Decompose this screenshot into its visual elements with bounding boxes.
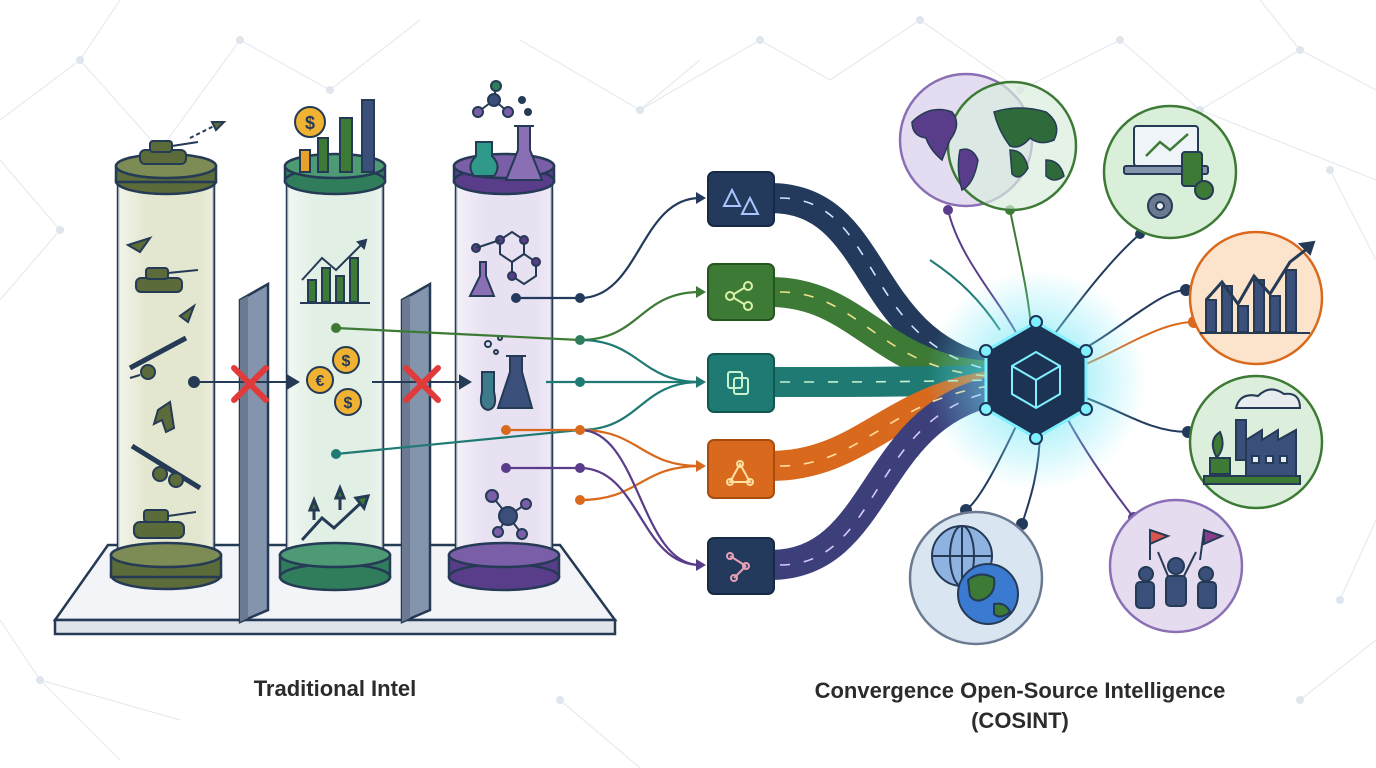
- svg-text:$: $: [342, 353, 351, 370]
- howitzer-icon: [130, 443, 202, 491]
- stock-chart-icon: [1200, 240, 1316, 334]
- euro-coin-icon: €: [306, 366, 334, 394]
- world-map-output: [898, 72, 1078, 212]
- node-arrows: [696, 192, 706, 571]
- bar-chart-icon: [299, 99, 375, 173]
- triangles-node: [707, 171, 775, 227]
- cosint-caption-line2: (COSINT): [971, 708, 1069, 733]
- svg-text:$: $: [344, 395, 353, 412]
- blocked-cross-icon: [231, 365, 269, 403]
- dollar-coin-icon: $: [332, 346, 360, 374]
- market-output: [1188, 230, 1324, 366]
- triangle-graph-node: [707, 439, 775, 499]
- world-map-icon: [911, 107, 1065, 192]
- network-icon: [726, 552, 750, 582]
- triangle-graph-icon: [726, 460, 754, 486]
- protest-icon: [1135, 528, 1225, 609]
- cosint-hub: [926, 270, 1146, 490]
- industry-output: [1188, 374, 1324, 510]
- traditional-intel-caption: Traditional Intel: [253, 676, 417, 701]
- factory-icon: [1203, 388, 1302, 485]
- tank-icon: [133, 509, 197, 539]
- aircraft-icon: [178, 303, 197, 324]
- dollar-coin-icon: $: [294, 106, 326, 138]
- share-icon: [725, 281, 753, 311]
- svg-text:$: $: [305, 113, 315, 133]
- globe-icon: [931, 525, 1019, 625]
- science-silo: [447, 80, 561, 592]
- silo-connectors: [335, 196, 701, 567]
- barrier-2: [400, 281, 432, 624]
- molecule-icon: [471, 230, 541, 286]
- cosint-caption: Convergence Open-Source Intelligence (CO…: [720, 676, 1320, 736]
- share-node: [707, 263, 775, 321]
- tank-icon: [135, 267, 199, 293]
- military-silo: [109, 121, 227, 591]
- trend-up-icon: [300, 483, 371, 542]
- svg-text:€: €: [316, 373, 325, 390]
- cosint-caption-line1: Convergence Open-Source Intelligence: [814, 678, 1226, 703]
- laptop-gear-icon: [1123, 125, 1214, 219]
- artillery-icon: [128, 335, 188, 380]
- globe-output: [908, 510, 1044, 646]
- copy-node: [707, 353, 775, 413]
- line-chart-icon: [300, 238, 370, 304]
- triangles-icon: [722, 187, 760, 215]
- missile-icon: [189, 121, 227, 139]
- technology-output: [1102, 104, 1238, 240]
- molecule-icon: [472, 80, 532, 118]
- aircraft-icon: [125, 236, 153, 254]
- blocked-cross-icon: [403, 365, 441, 403]
- network-node: [707, 537, 775, 595]
- tank-icon: [139, 140, 199, 165]
- flask-icon: [469, 125, 544, 181]
- molecule-icon: [485, 489, 532, 540]
- flask-icon: [468, 261, 496, 297]
- cube-icon: [1011, 350, 1061, 410]
- connector-dots: [331, 293, 585, 505]
- copy-icon: [727, 371, 749, 395]
- flask-icon: [479, 335, 534, 412]
- social-output: [1108, 498, 1244, 634]
- aircraft-icon: [152, 400, 176, 434]
- blocked-connections: [188, 374, 472, 390]
- dollar-coin-icon: $: [334, 388, 362, 416]
- financial-silo: $ $ € $: [278, 99, 392, 592]
- barrier-1: [238, 281, 270, 624]
